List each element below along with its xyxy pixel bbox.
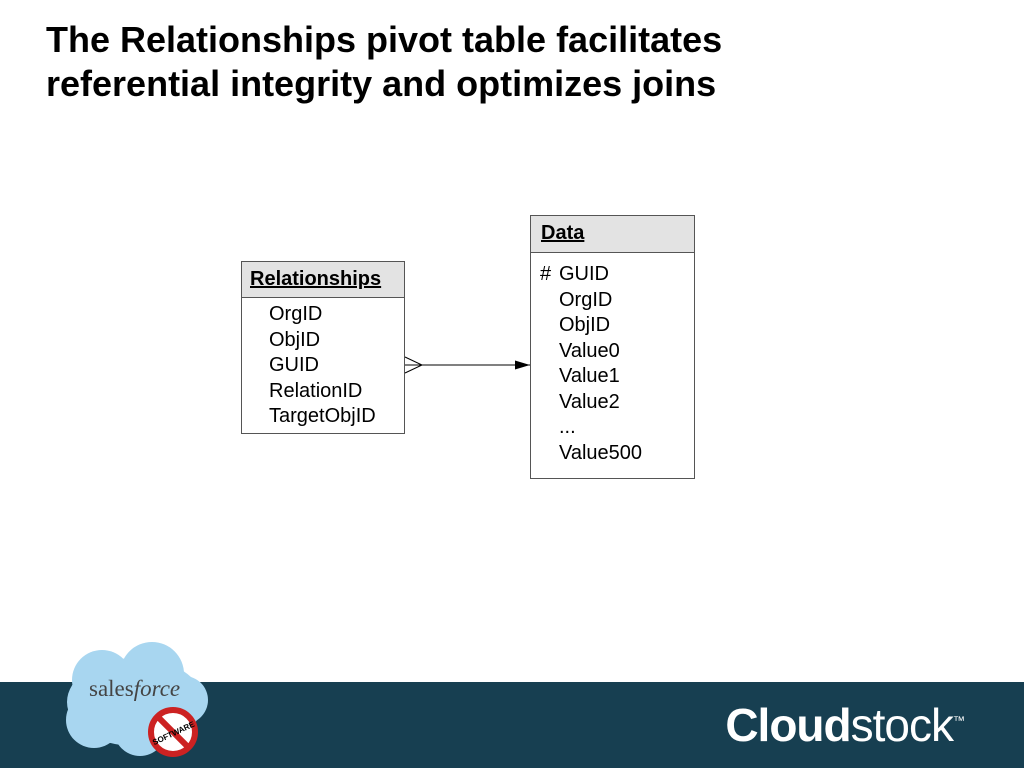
data-field-label: ObjID: [559, 314, 611, 336]
data-field: ObjID: [540, 313, 694, 339]
data-field: Value2: [540, 390, 694, 416]
data-field: OrgID: [540, 288, 694, 314]
relationships-entity: Relationships OrgID ObjID GUID RelationI…: [241, 261, 405, 434]
data-field: ...: [540, 415, 694, 441]
slide-title-line-2: referential integrity and optimizes join…: [46, 63, 717, 104]
relationships-field: TargetObjID: [269, 405, 376, 427]
data-field-label: Value2: [559, 390, 620, 413]
data-field-label: OrgID: [559, 288, 613, 311]
relationships-field: GUID: [269, 354, 319, 376]
no-software-badge-icon: SOFTWARE: [148, 707, 198, 757]
data-field: Value0: [540, 339, 694, 365]
data-key-field-label: GUID: [559, 263, 609, 285]
data-field: Value500: [540, 441, 694, 467]
relationships-field-list: OrgID ObjID GUID RelationID TargetObjID: [242, 298, 404, 430]
data-field-label: ...: [559, 416, 576, 438]
relationships-field: ObjID: [269, 328, 321, 351]
data-entity: Data # GUID OrgID ObjID Value0 Value1 Val…: [530, 215, 695, 479]
relationships-entity-name: Relationships: [242, 262, 404, 298]
brand-tm: ™: [953, 713, 965, 728]
data-field-label: Value0: [559, 339, 620, 362]
wordmark-part-sales: sales: [89, 676, 134, 701]
data-field-label: Value500: [559, 441, 643, 464]
salesforce-wordmark: salesforce: [89, 676, 180, 702]
data-key-field: # GUID: [540, 262, 694, 288]
brand-bold: Cloud: [725, 699, 851, 751]
data-field: Value1: [540, 364, 694, 390]
slide-title-line-1: The Relationships pivot table facilitate…: [46, 19, 723, 60]
brand-light: stock: [850, 699, 954, 751]
relationships-field: RelationID: [269, 379, 363, 402]
wordmark-part-force: force: [133, 676, 181, 701]
crows-foot-icon: [404, 356, 424, 374]
cloudstock-logo: Cloudstock™: [725, 698, 965, 752]
slide-title: The Relationships pivot table facilitate…: [46, 18, 722, 106]
data-field-list: # GUID OrgID ObjID Value0 Value1 Value2 .…: [531, 253, 694, 466]
primary-key-marker: #: [540, 263, 552, 285]
arrowhead-icon: [515, 360, 530, 370]
salesforce-logo: SOFTWARE: [66, 642, 208, 757]
relationships-field: OrgID: [269, 303, 323, 325]
data-field-label: Value1: [559, 365, 620, 387]
data-entity-name: Data: [531, 216, 694, 253]
